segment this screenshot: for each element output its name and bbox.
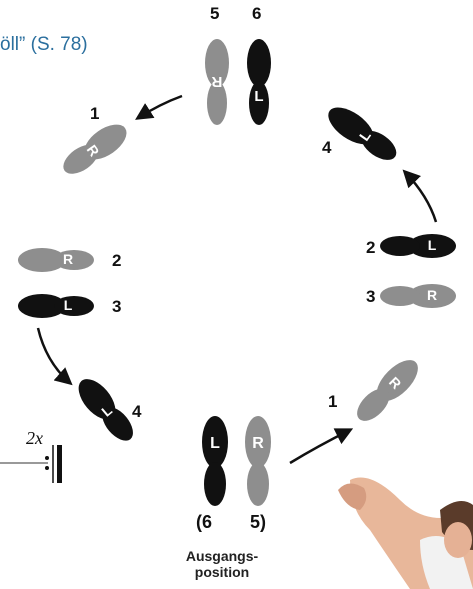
step-number-right-4: 4 xyxy=(322,138,332,157)
foot-start-right: R xyxy=(245,416,271,506)
step-number-right-3: 3 xyxy=(366,287,376,306)
start-position-label: Ausgangs- position xyxy=(176,548,268,580)
foot-left-2: R xyxy=(18,248,94,272)
foot-step1-upper-left: R xyxy=(63,124,127,174)
foot-step6-left: L xyxy=(247,39,271,125)
step-number-left-2: 2 xyxy=(112,251,122,270)
foot-lower-right-1: R xyxy=(357,360,418,421)
svg-text:L: L xyxy=(64,297,73,313)
svg-text:R: R xyxy=(252,435,264,452)
step-number-lower-right-1: 1 xyxy=(328,392,338,411)
svg-text:R: R xyxy=(427,287,437,303)
svg-text:R: R xyxy=(63,251,73,267)
start-number-left: (6 xyxy=(196,512,213,532)
start-number-right: 5) xyxy=(250,512,267,532)
step-number-right-2: 2 xyxy=(366,238,376,257)
arrow-left-down xyxy=(36,327,73,386)
foot-left-4: L xyxy=(78,379,133,441)
repeat-dot-top xyxy=(45,456,49,460)
arrow-right-up xyxy=(402,169,438,223)
start-position-numbers: (6 5) xyxy=(196,512,266,533)
person-photo xyxy=(338,477,473,589)
step-number-left-3: 3 xyxy=(112,297,122,316)
arrow-start-to-lower-right xyxy=(289,428,354,465)
foot-step2-right: L xyxy=(380,234,456,258)
heading-text: öll” (S. 78) xyxy=(0,34,88,55)
step-number-top-5: 5 xyxy=(210,4,220,23)
svg-text:L: L xyxy=(254,88,263,105)
foot-step3-right: R xyxy=(380,284,456,308)
repeat-thick-bar xyxy=(57,445,62,483)
foot-left-3: L xyxy=(18,294,94,318)
step-number-upper-left-1: 1 xyxy=(90,104,100,123)
foot-start-left: L xyxy=(202,416,228,506)
svg-text:L: L xyxy=(210,435,220,452)
svg-text:L: L xyxy=(428,237,437,253)
arrow-top-to-upper-left xyxy=(135,94,183,120)
repeat-dot-bottom xyxy=(45,466,49,470)
repeat-label: 2x xyxy=(26,428,43,448)
start-position-line1: Ausgangs- xyxy=(185,548,259,564)
start-position-line2: position xyxy=(194,564,250,580)
foot-step4-right: L xyxy=(328,107,397,160)
step-number-top-6: 6 xyxy=(252,4,262,23)
foot-step5-right: R xyxy=(205,39,229,125)
svg-text:R: R xyxy=(211,73,222,90)
step-number-left-4: 4 xyxy=(132,402,142,421)
